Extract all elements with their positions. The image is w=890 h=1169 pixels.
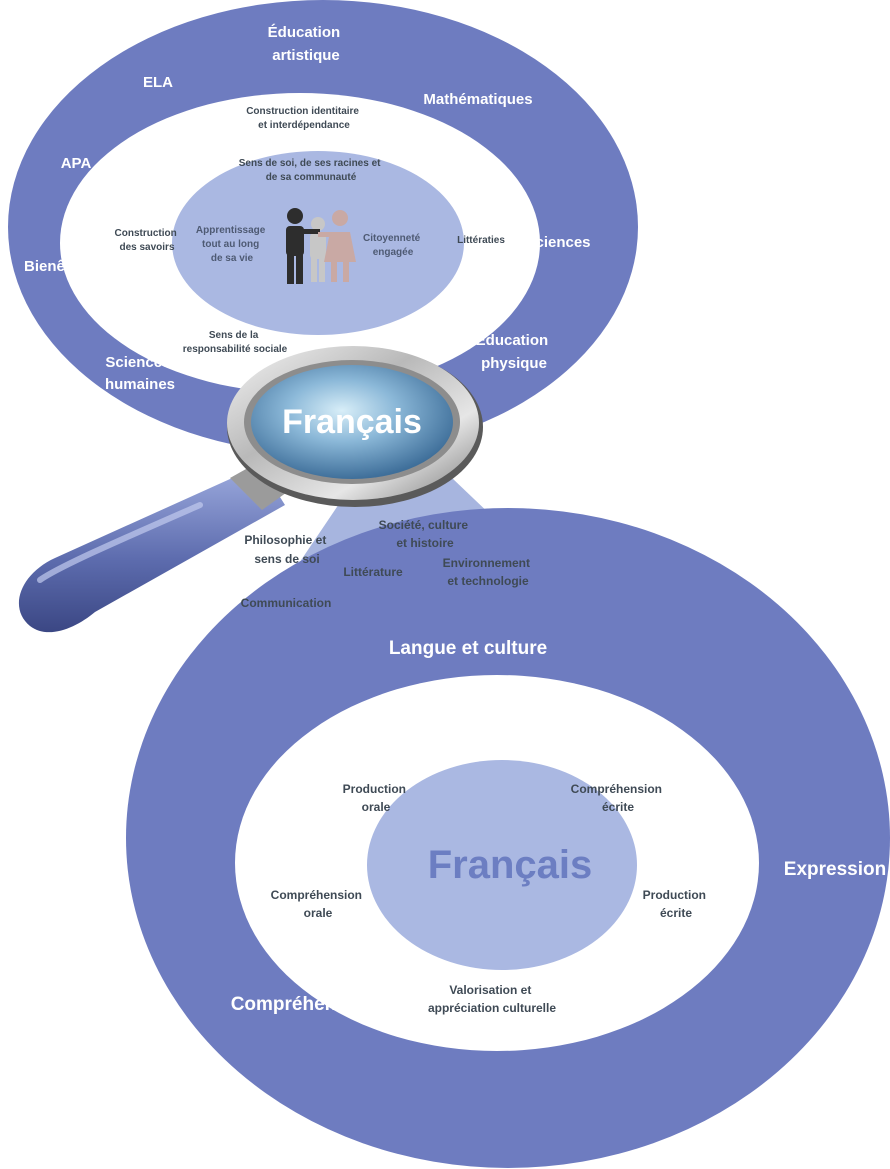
label-ela: ELA [143, 74, 173, 91]
label-production-orale: Production orale [343, 782, 410, 814]
label-litterature: Littérature [343, 565, 403, 579]
label-education-artistique: Éducation artistique [268, 24, 345, 64]
label-citoyennete: Citoyenneté engagée [363, 233, 423, 258]
label-comprehension: Compréhension [231, 994, 376, 1015]
label-comprehension-orale: Compréhension orale [271, 888, 366, 920]
label-communication: Communication [241, 596, 332, 610]
label-mathematiques: Mathématiques [423, 91, 532, 108]
label-bienetre: Bienêtre [24, 258, 84, 275]
label-sciences-humaines: Sciences humaines [105, 354, 175, 393]
label-construction-savoirs: Construction des savoirs [115, 228, 180, 253]
bottom-diagram [126, 508, 890, 1168]
people-icon [286, 208, 356, 284]
center-title: Français [428, 843, 593, 887]
bottom-center-oval [367, 760, 637, 970]
label-langue-et-culture: Langue et culture [389, 638, 547, 659]
label-sens-de-soi: Sens de soi, de ses racines et de sa com… [239, 158, 384, 183]
label-production-ecrite: Production écrite [643, 888, 710, 920]
label-apa: APA [61, 155, 92, 172]
magnifying-glass-icon [18, 346, 483, 633]
label-comprehension-ecrite: Compréhension écrite [571, 782, 666, 814]
label-valorisation: Valorisation et appréciation culturelle [428, 983, 556, 1015]
label-environnement: Environnement et technologie [443, 556, 534, 588]
label-expression: Expression [784, 859, 886, 880]
lens-title: Français [282, 403, 422, 441]
label-construction-identitaire: Construction identitaire et interdépenda… [246, 106, 362, 131]
label-sciences: Sciences [525, 234, 590, 251]
label-litteraties: Littératies [457, 235, 505, 246]
label-philosophie: Philosophie et sens de soi [244, 533, 329, 566]
label-societe-culture-histoire: Société, culture et histoire [379, 518, 472, 550]
label-education-physique: Éducation physique [476, 332, 553, 372]
label-apprentissage: Apprentissage tout au long de sa vie [196, 225, 268, 264]
label-responsabilite-sociale: Sens de la responsabilité sociale [183, 330, 288, 355]
